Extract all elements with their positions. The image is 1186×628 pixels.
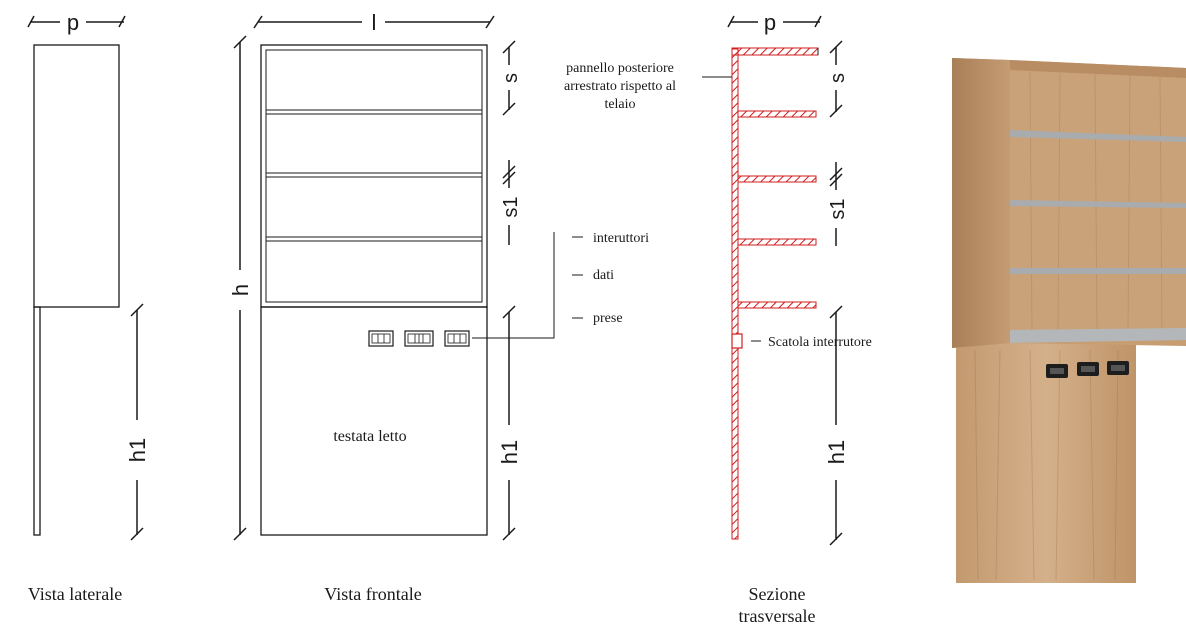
side-dim-p: p	[27, 10, 126, 35]
front-dim-s: s	[500, 40, 522, 116]
render-bottom-shelf	[1010, 328, 1186, 343]
section-dim-p: p	[727, 10, 822, 35]
front-dim-h-label: h	[228, 284, 253, 296]
section-dim-p-label: p	[764, 10, 776, 35]
socket-plug-icon	[444, 330, 470, 347]
section-shelf-3	[737, 238, 817, 246]
front-dim-h: h	[228, 35, 253, 541]
section-caption-line-1: Sezione	[749, 584, 806, 604]
render-shelf-3	[1010, 268, 1186, 274]
front-dim-l-label: l	[372, 10, 377, 35]
side-dim-h1: h1	[125, 303, 150, 541]
front-shelves	[266, 109, 482, 242]
front-callouts: interuttori dati prese	[572, 231, 649, 326]
section-dim-s1: s1	[827, 162, 849, 246]
front-cabinet-outer	[260, 44, 488, 308]
front-headboard-label: testata letto	[333, 428, 406, 445]
section-bottom	[737, 301, 817, 309]
front-dim-l: l	[253, 10, 495, 35]
section-top	[731, 47, 819, 56]
section-caption-line-2: trasversale	[739, 606, 816, 626]
note-line-2: arrestrato rispetto al	[564, 79, 676, 94]
callout-prese: prese	[593, 311, 623, 326]
side-dim-p-label: p	[67, 10, 79, 35]
front-cabinet-inner	[265, 49, 483, 303]
side-dim-h1-label: h1	[125, 438, 150, 462]
front-sockets	[368, 330, 470, 347]
note-line-3: telaio	[604, 97, 635, 112]
side-upper-box	[33, 44, 120, 308]
section-dim-s-label: s	[827, 73, 849, 83]
socket-switch-icon	[368, 330, 394, 347]
front-dim-h1: h1	[497, 305, 522, 541]
section-dim-s1-label: s1	[827, 198, 849, 219]
front-dim-h1-label: h1	[497, 440, 522, 464]
front-view: l h testata letto	[228, 10, 649, 604]
front-view-caption: Vista frontale	[324, 584, 421, 604]
render-view	[952, 58, 1186, 583]
section-shelf-1	[737, 110, 817, 118]
section-back-panel-note: pannello posteriore arrestrato rispetto …	[564, 61, 732, 112]
render-headboard	[956, 343, 1136, 583]
section-dim-s: s	[827, 40, 849, 118]
section-switch-box	[731, 333, 743, 349]
front-headboard	[260, 306, 488, 536]
side-view: p h1 Vista laterale	[27, 10, 150, 604]
side-view-caption: Vista laterale	[28, 584, 122, 604]
socket-data-icon	[404, 330, 434, 347]
front-dim-s-label: s	[500, 73, 522, 83]
front-dim-s1: s1	[500, 160, 522, 245]
section-dim-h1: h1	[824, 305, 849, 546]
front-dim-s1-label: s1	[500, 196, 522, 217]
section-view: p Scatola interrutore pannello posterior…	[564, 10, 872, 626]
render-shelf-2	[1010, 200, 1186, 208]
section-back-panel	[731, 48, 739, 540]
section-shelf-2	[737, 175, 817, 183]
callout-interuttori: interuttori	[593, 231, 649, 246]
section-dim-h1-label: h1	[824, 440, 849, 464]
note-line-1: pannello posteriore	[566, 61, 674, 76]
section-switch-box-label: Scatola interrutore	[768, 335, 872, 350]
side-back-panel	[33, 306, 41, 536]
callout-dati: dati	[593, 268, 614, 283]
render-shelf-1	[1010, 130, 1186, 142]
